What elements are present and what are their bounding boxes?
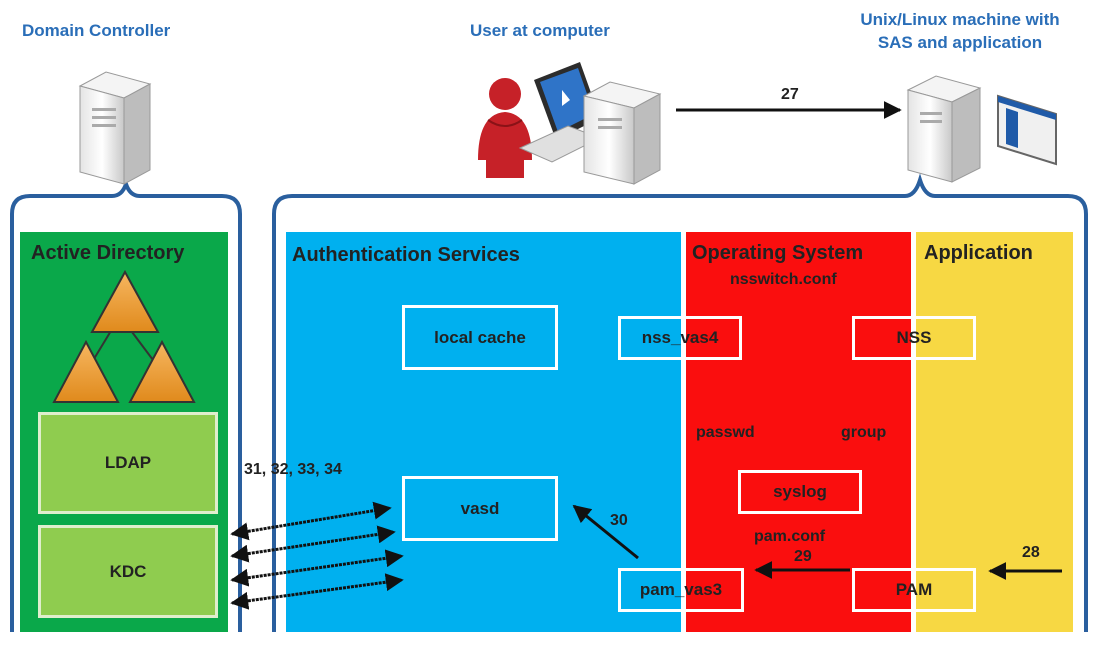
step-29-label: 29 — [794, 548, 812, 565]
arrow-30 — [572, 504, 639, 560]
syslog-box: syslog — [738, 470, 862, 514]
domain-controller-title: Domain Controller — [22, 21, 171, 40]
kdc-box: KDC — [38, 525, 218, 618]
nsswitch-conf-label: nsswitch.conf — [730, 271, 837, 288]
step-27-label: 27 — [781, 86, 799, 103]
step-28-label: 28 — [1022, 544, 1040, 561]
user-computer-icon — [518, 62, 662, 185]
group-label: group — [841, 424, 887, 441]
active-directory-triangles-icon — [52, 269, 196, 403]
pam-conf-label: pam.conf — [754, 528, 826, 545]
application-title: Application — [924, 242, 1033, 264]
user-person-icon — [478, 78, 532, 178]
nss-vas4-box: nss_vas4 — [618, 316, 742, 360]
step-31-34-label: 31, 32, 33, 34 — [244, 461, 342, 478]
local-cache-box: local cache — [402, 305, 558, 370]
vasd-box: vasd — [402, 476, 558, 541]
unix-machine-title-line2: SAS and application — [877, 33, 1043, 52]
nss-box: NSS — [852, 316, 976, 360]
ldap-box: LDAP — [38, 412, 218, 514]
active-directory-title: Active Directory — [31, 242, 185, 264]
unix-server-icon — [906, 75, 1057, 183]
pam-vas3-box: pam_vas3 — [618, 568, 744, 612]
authentication-services-title: Authentication Services — [292, 244, 520, 266]
arrows-31-34 — [230, 501, 404, 610]
pam-box: PAM — [852, 568, 976, 612]
operating-system-panel — [686, 232, 911, 632]
unix-machine-title-line1: Unix/Linux machine with — [860, 10, 1060, 29]
unix-machine-bracket — [272, 173, 1088, 632]
operating-system-title: Operating System — [692, 242, 864, 264]
user-at-computer-title: User at computer — [470, 21, 610, 40]
domain-controller-bracket — [10, 177, 242, 632]
step-30-label: 30 — [610, 512, 628, 529]
domain-controller-server-icon — [78, 71, 152, 185]
passwd-label: passwd — [696, 424, 755, 441]
